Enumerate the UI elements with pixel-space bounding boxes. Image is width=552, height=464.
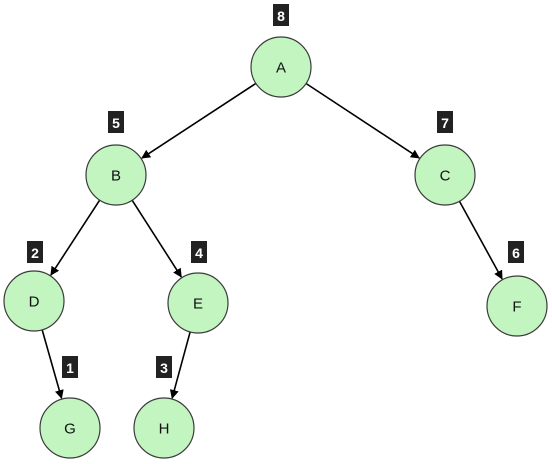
edge-e-h-arrow [169, 331, 191, 399]
nodes-layer: A B C D E F G H [3, 36, 548, 459]
badges-layer: 8 5 7 2 4 6 1 3 [27, 4, 524, 378]
node-a: A [250, 36, 312, 98]
node-h-badge-number: 3 [160, 360, 168, 376]
node-g-label: G [64, 421, 76, 438]
edge-b-e-arrow [131, 199, 182, 278]
edge-a-b-arrow [141, 82, 257, 159]
node-f-circle [486, 275, 548, 337]
node-e-circle [167, 272, 229, 334]
node-b-badge-box [108, 111, 124, 133]
node-a-label: A [276, 60, 286, 77]
node-f-badge-box [508, 241, 524, 263]
node-f: F [486, 275, 548, 337]
node-h-badge: 3 [156, 356, 172, 378]
node-e: E [167, 272, 229, 334]
node-c-label: C [440, 168, 451, 185]
edge-b-d-arrow [50, 199, 101, 276]
node-b-badge: 5 [108, 111, 124, 133]
node-c: C [414, 144, 476, 206]
node-c-circle [414, 144, 476, 206]
node-b: B [85, 144, 147, 206]
edge-d-g-arrow [41, 329, 64, 400]
node-g-badge: 1 [62, 356, 78, 378]
node-h-label: H [159, 421, 170, 438]
node-h-circle [133, 397, 195, 459]
node-a-badge: 8 [273, 4, 289, 26]
node-b-circle [85, 144, 147, 206]
edges-layer [41, 82, 503, 400]
node-c-badge: 7 [437, 111, 453, 133]
node-e-badge-number: 4 [195, 245, 203, 261]
edge-c-f-arrow [458, 200, 503, 280]
node-d-badge-number: 2 [31, 245, 39, 261]
node-d-badge-box [27, 241, 43, 263]
node-g-circle [39, 397, 101, 459]
node-g: G [39, 397, 101, 459]
node-h-badge-box [156, 356, 172, 378]
node-d-badge: 2 [27, 241, 43, 263]
node-d-circle [3, 270, 65, 332]
node-b-label: B [111, 168, 121, 185]
node-f-label: F [512, 299, 521, 316]
node-f-badge-number: 6 [512, 245, 520, 261]
node-e-badge: 4 [191, 241, 207, 263]
node-e-label: E [193, 296, 203, 313]
node-a-badge-box [273, 4, 289, 26]
node-d-label: D [29, 294, 40, 311]
node-d: D [3, 270, 65, 332]
node-g-badge-box [62, 356, 78, 378]
node-e-badge-box [191, 241, 207, 263]
node-a-badge-number: 8 [277, 8, 285, 24]
node-a-circle [250, 36, 312, 98]
node-c-badge-box [437, 111, 453, 133]
node-g-badge-number: 1 [66, 360, 74, 376]
node-b-badge-number: 5 [112, 115, 120, 131]
edge-a-c-arrow [305, 82, 420, 159]
node-f-badge: 6 [508, 241, 524, 263]
node-c-badge-number: 7 [441, 115, 449, 131]
node-h: H [133, 397, 195, 459]
